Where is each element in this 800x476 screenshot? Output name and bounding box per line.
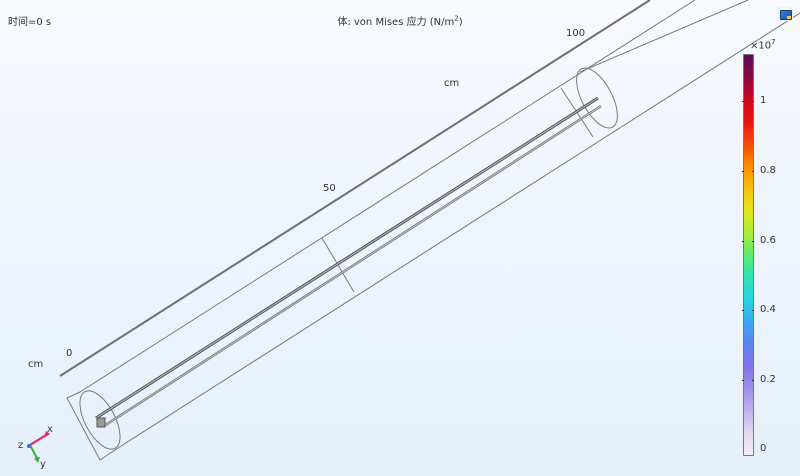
camera-snapshot-icon <box>780 10 792 20</box>
colorbar-label-1: 1 <box>760 95 767 106</box>
colorbar-label-0.8: 0.8 <box>760 165 776 176</box>
colorbar-tick-1 <box>742 101 754 102</box>
colorbar-tick-0.2 <box>742 380 754 381</box>
colorbar <box>743 54 754 456</box>
colorbar-tick-0.8 <box>742 171 754 172</box>
plot-title-suffix: ) <box>458 17 463 28</box>
axis-ruler-line <box>59 0 651 377</box>
plot-title-superscript: 2 <box>454 14 459 23</box>
left-end-frame <box>66 391 119 461</box>
cylinder-upper-edge <box>579 0 749 73</box>
colorbar-tick-0.6 <box>742 241 754 242</box>
rod-end-cap <box>96 417 106 428</box>
cylinder-top-edge <box>79 0 696 393</box>
triad-y-label: y <box>40 459 46 470</box>
triad-x-label: x <box>47 424 53 435</box>
axis-tick-0: 0 <box>66 348 73 359</box>
colorbar-multiplier: ×107 <box>750 38 776 51</box>
axis-unit-top: cm <box>444 78 460 89</box>
axis-tick-50: 50 <box>323 183 336 194</box>
plot-title: 体: von Mises 应力 (N/m2) <box>0 13 800 28</box>
rod-lower-inner <box>103 105 602 427</box>
axis-triad <box>27 431 50 463</box>
left-end-ellipse <box>79 390 121 450</box>
time-label: 时间=0 s <box>8 17 52 28</box>
colorbar-multiplier-exp: 7 <box>771 38 776 46</box>
axis-unit-left: cm <box>28 359 44 370</box>
cylinder-bottom-edge <box>117 12 800 449</box>
colorbar-label-0: 0 <box>760 443 767 454</box>
colorbar-multiplier-base: ×10 <box>750 40 772 52</box>
colorbar-label-0.6: 0.6 <box>760 235 776 246</box>
colorbar-tick-0.4 <box>742 310 754 311</box>
colorbar-label-0.2: 0.2 <box>760 374 776 385</box>
right-end-ellipse <box>576 67 618 129</box>
axis-tick-100: 100 <box>566 28 586 39</box>
plot-title-text: 体: von Mises 应力 (N/m <box>337 17 455 28</box>
colorbar-label-0.4: 0.4 <box>760 304 776 315</box>
rod-upper-inner <box>95 97 599 419</box>
snapshot-button[interactable] <box>777 7 793 21</box>
triad-z-label: z <box>18 440 24 451</box>
